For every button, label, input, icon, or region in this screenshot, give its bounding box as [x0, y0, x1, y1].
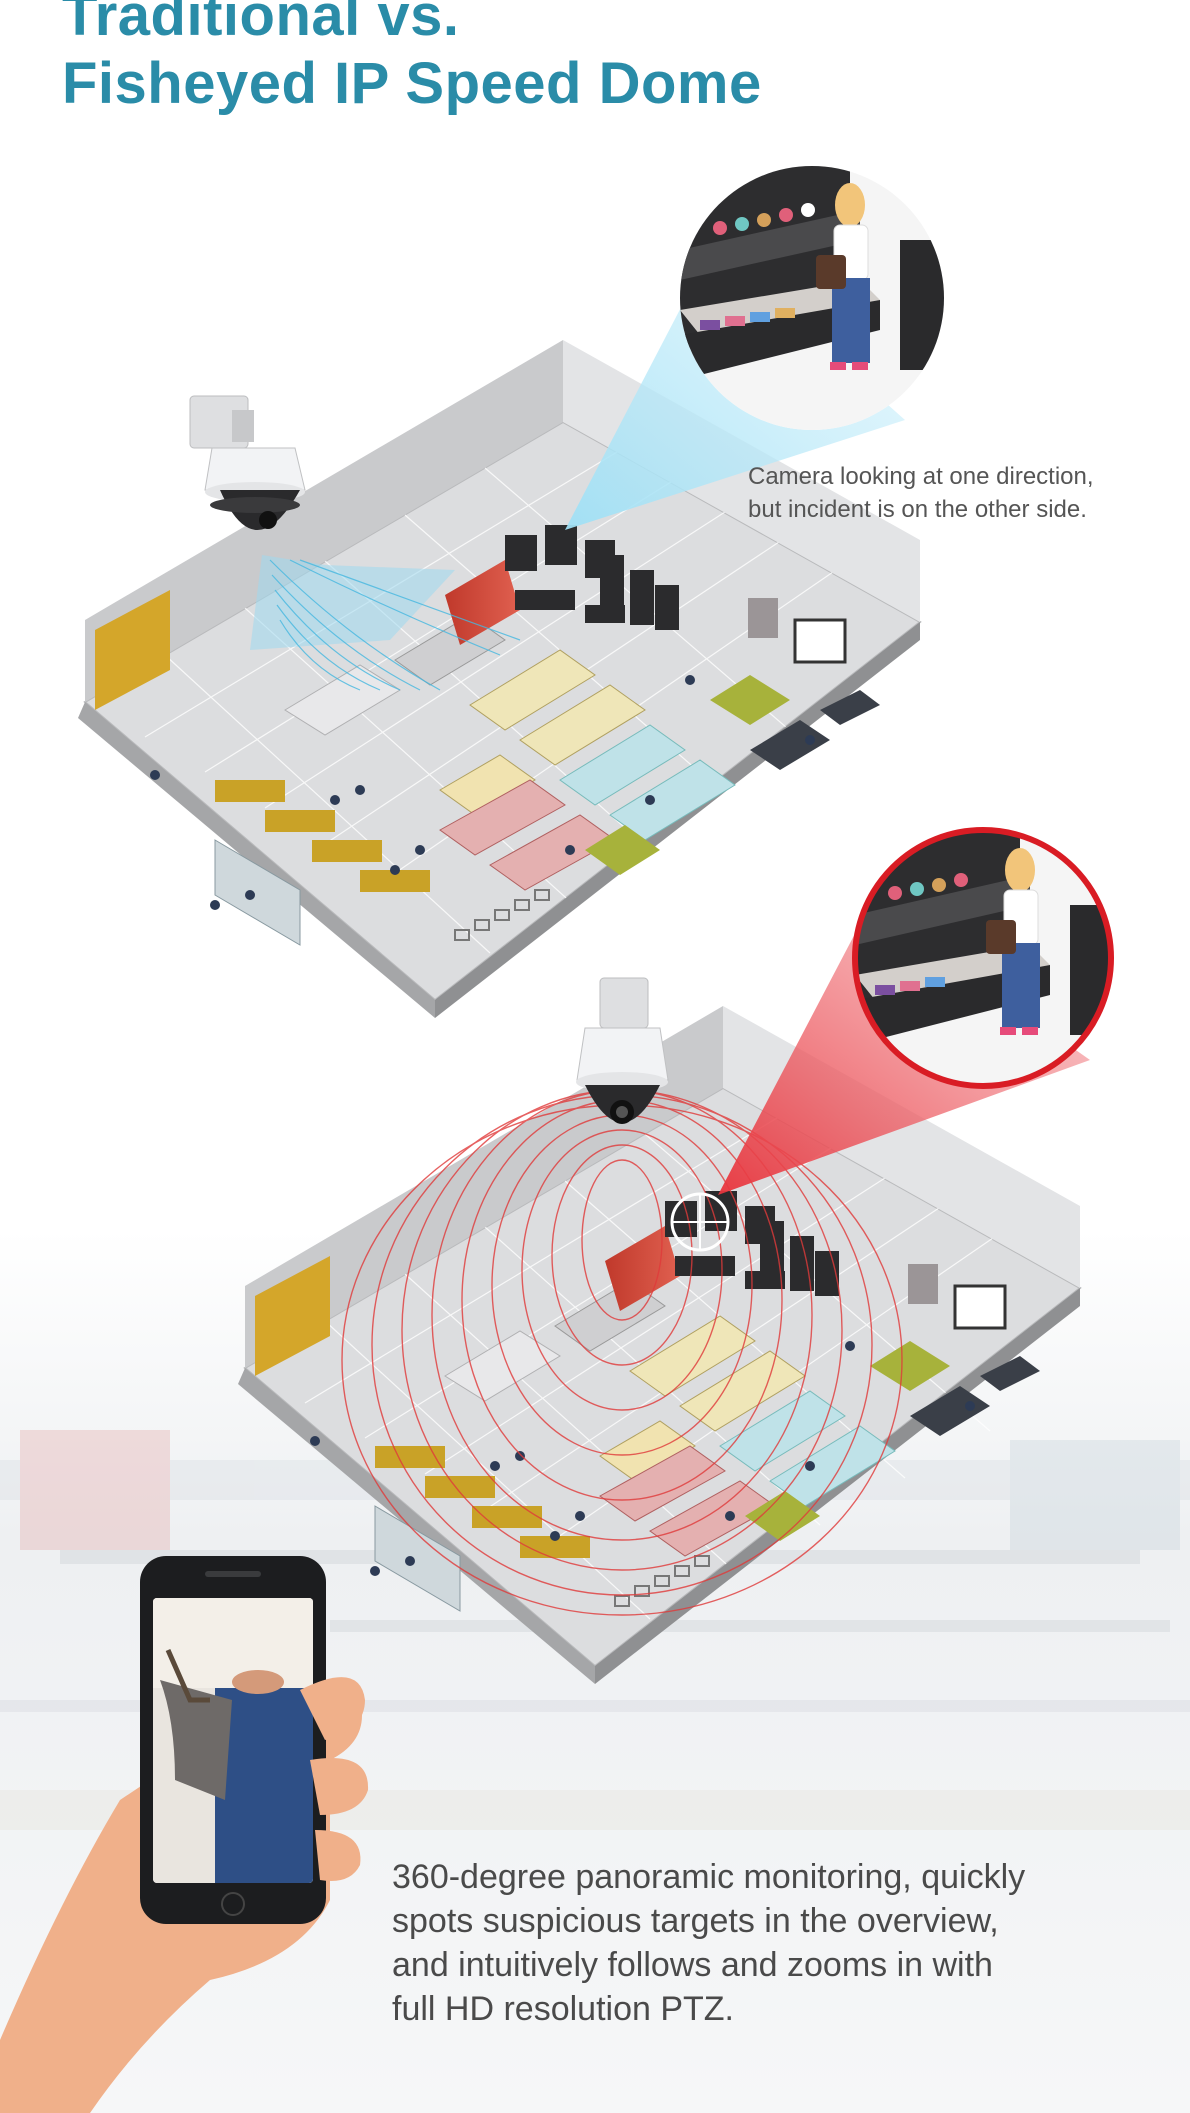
title-line-2: Fisheyed IP Speed Dome: [62, 51, 762, 116]
title-line-1: Traditional vs.: [62, 0, 460, 48]
traditional-camera-icon: [189, 395, 306, 530]
fisheye-caption-line-1: 360-degree panoramic monitoring, quickly: [392, 1858, 1026, 1896]
traditional-caption: Camera looking at one direction, but inc…: [748, 460, 1168, 526]
traditional-caption-line-2: but incident is on the other side.: [748, 496, 1087, 523]
traditional-caption-line-1: Camera looking at one direction,: [748, 463, 1094, 490]
fisheye-camera-icon: [576, 977, 669, 1124]
fisheye-coverage-rings: [341, 1089, 903, 1616]
fisheye-caption: 360-degree panoramic monitoring, quickly…: [392, 1855, 1152, 2031]
page-title: Traditional vs. Fisheyed IP Speed Dome: [62, 0, 762, 118]
fisheye-zoom-view: [852, 827, 1114, 1089]
traditional-store: [78, 340, 922, 1018]
fisheye-caption-line-3: and intuitively follows and zooms in wit…: [392, 1946, 993, 1984]
traditional-scan-cone: [250, 555, 521, 691]
target-reticle-icon: [670, 1192, 730, 1252]
fisheye-caption-line-4: full HD resolution PTZ.: [392, 1990, 734, 2028]
fisheye-caption-line-2: spots suspicious targets in the overview…: [392, 1902, 999, 1940]
traditional-zoom-view: [680, 166, 944, 430]
smartphone-icon: [0, 1556, 369, 2113]
